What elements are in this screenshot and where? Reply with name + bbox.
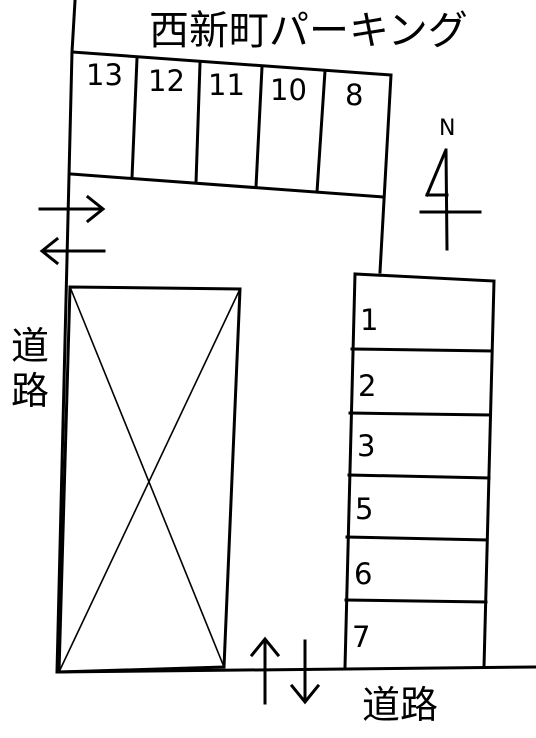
- bottom-boundary-line: [55, 665, 536, 674]
- right-column-divider: [350, 347, 494, 353]
- left-road-two-way-arrows-icon: [38, 194, 106, 266]
- space-label-6: 6: [354, 557, 372, 591]
- right-column-divider: [348, 411, 492, 417]
- right-column-outline: [343, 272, 496, 669]
- bottom-road-two-way-arrows-icon: [249, 636, 321, 705]
- top-row-divider: [254, 65, 264, 189]
- map-title: 西新町パーキング: [149, 8, 468, 54]
- left-boundary-line: [55, 50, 74, 674]
- space-label-10: 10: [270, 73, 307, 107]
- left-road-label-char-2: 路: [11, 369, 49, 413]
- crossed-area-diagonal: [69, 286, 225, 668]
- left-road-label-char-1: 道: [11, 324, 49, 368]
- right-column-divider: [347, 473, 491, 480]
- lot-outline: [70, 0, 393, 274]
- space-label-13: 13: [86, 58, 123, 92]
- top-row-bottom-line: [69, 172, 385, 199]
- space-label-7: 7: [352, 620, 370, 654]
- bottom-road-label: 道路: [362, 683, 438, 727]
- space-label-12: 12: [148, 64, 185, 98]
- right-column-divider: [345, 535, 489, 542]
- compass-label: N: [439, 116, 455, 141]
- north-compass-icon: N: [419, 116, 482, 251]
- space-label-8: 8: [345, 78, 363, 112]
- space-label-5: 5: [355, 492, 373, 526]
- right-column-divider: [344, 598, 488, 604]
- space-label-2: 2: [358, 369, 376, 403]
- space-label-1: 1: [360, 303, 378, 337]
- top-row-divider: [194, 61, 202, 185]
- left-road-label: 道 路: [11, 324, 49, 413]
- space-label-3: 3: [357, 429, 375, 463]
- top-row-divider: [130, 56, 139, 180]
- space-label-11: 11: [208, 68, 245, 102]
- crossed-area-diagonal: [58, 288, 241, 673]
- top-row-divider: [315, 69, 327, 194]
